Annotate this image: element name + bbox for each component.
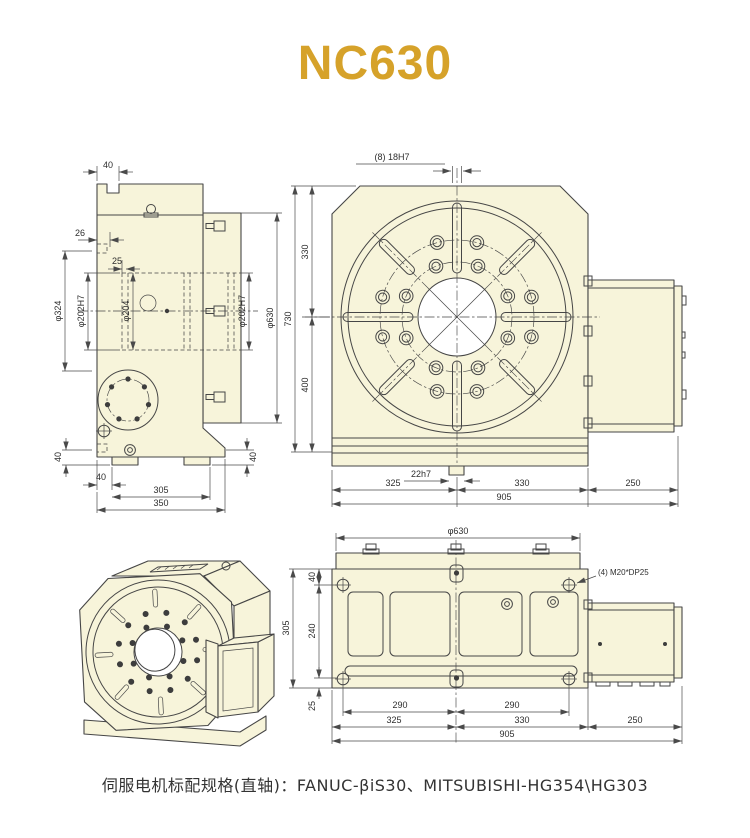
dim-dia202-left: φ202H7 — [76, 295, 86, 327]
dim-corner-screw-spec: (4) M20*DP25 — [598, 568, 649, 577]
base-pockets — [347, 591, 579, 657]
front-base — [331, 437, 589, 467]
dim-26: 26 — [75, 228, 85, 238]
dim-dia630-side: φ630 — [265, 308, 275, 329]
dim-250-front: 250 — [625, 478, 640, 488]
dim-40-plan: 40 — [307, 572, 317, 582]
dim-290-right: 290 — [504, 700, 519, 710]
iso-motor-box — [205, 633, 275, 719]
t-slots — [342, 202, 572, 432]
table-disk-edge — [202, 212, 242, 424]
dim-foot-40: 40 — [96, 472, 106, 482]
dim-dia204: φ204 — [121, 301, 131, 322]
base-slot — [344, 665, 578, 677]
isometric-view — [79, 560, 275, 747]
key-block — [448, 465, 465, 476]
foot-right — [183, 456, 211, 466]
dim-250-plan: 250 — [627, 715, 642, 725]
dim-330-plan: 330 — [514, 715, 529, 725]
dim-base40-left: 40 — [53, 452, 63, 462]
motor-housing-plan — [583, 599, 683, 687]
dim-top-40: 40 — [103, 160, 113, 170]
page-title: NC630 — [297, 37, 453, 90]
dim-325-plan: 325 — [386, 715, 401, 725]
iso-bolt-holes — [115, 609, 201, 695]
dim-325-front: 325 — [385, 478, 400, 488]
iso-front-face — [79, 573, 237, 731]
dim-330-left: 330 — [300, 244, 310, 259]
logo-plate — [149, 563, 209, 573]
dim-400: 400 — [300, 377, 310, 392]
iso-eyebolt-icon — [221, 561, 231, 571]
dim-350: 350 — [153, 498, 168, 508]
dim-305-plan: 305 — [281, 620, 291, 635]
side-body — [96, 183, 226, 458]
dim-25-plan: 25 — [307, 701, 317, 711]
dim-25: 25 — [112, 256, 122, 266]
dim-slot-spec: (8) 18H7 — [374, 152, 409, 162]
dim-dia202-right: φ202H7 — [237, 295, 247, 327]
motor-housing-front — [583, 275, 687, 433]
dim-dia630-plan: φ630 — [448, 526, 469, 536]
dim-905-plan: 905 — [499, 729, 514, 739]
dim-330-front: 330 — [514, 478, 529, 488]
dim-dia324: φ324 — [53, 301, 63, 322]
side-view: 40 26 25 φ324 φ202H7 φ204 φ202H7 φ630 — [53, 160, 282, 513]
plan-body — [331, 568, 589, 689]
foot-left — [111, 456, 139, 466]
dim-290-left: 290 — [392, 700, 407, 710]
dim-key-spec: 22h7 — [411, 469, 431, 479]
dim-base40-right: 40 — [248, 452, 258, 462]
servo-motor-note: 伺服电机标配规格(直轴)：FANUC-βiS30、MITSUBISHI-HG35… — [101, 776, 649, 795]
dim-240-plan: 240 — [307, 623, 317, 638]
flange-bolt-circle — [97, 369, 159, 431]
dim-905-front: 905 — [496, 492, 511, 502]
front-view: (8) 18H7 730 330 400 22h7 325 330 250 — [283, 152, 687, 507]
dim-305: 305 — [153, 485, 168, 495]
dim-730: 730 — [283, 311, 293, 326]
plan-view: φ630 (4) M20*DP25 305 40 240 25 290 290 … — [281, 526, 683, 744]
